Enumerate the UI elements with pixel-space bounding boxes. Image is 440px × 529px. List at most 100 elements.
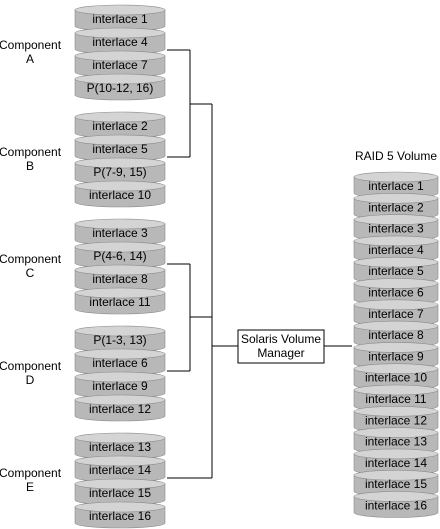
- disk-top: [74, 348, 166, 360]
- disk-top: [353, 193, 439, 204]
- disk-top: [353, 405, 439, 417]
- component-d-label-line1: Component: [0, 359, 62, 373]
- raid-disk-6: interlace 6: [353, 278, 439, 305]
- raid-disk-16: interlace 16: [353, 491, 439, 518]
- disk-top: [353, 469, 439, 481]
- component-a-disk-1: interlace 1: [74, 4, 166, 32]
- disk-label: interlace 7: [92, 58, 148, 72]
- disk-top: [353, 491, 439, 502]
- disk-body: [74, 506, 166, 529]
- disk-body: [74, 78, 166, 101]
- component-b-disk-1: interlace 2: [74, 111, 166, 139]
- component-d-disk-2: interlace 6: [74, 348, 166, 376]
- disk-body: [353, 496, 439, 518]
- disk-top: [74, 371, 166, 383]
- component-d-stack: P(1-3, 13) interlace 6 interlace 9interlac…: [74, 325, 166, 422]
- disk-top: [353, 171, 439, 183]
- component-b-label-line1: Component: [0, 145, 62, 159]
- disk-top: [353, 363, 439, 375]
- component-e-label-line2: E: [26, 480, 34, 494]
- raid-disk-3: interlace 3: [353, 214, 439, 241]
- component-b-disk-2: interlace 5: [74, 134, 166, 162]
- component-a-disk-3: interlace 7: [74, 50, 166, 78]
- disk-label: interlace 2: [368, 200, 424, 214]
- component-c-disk-3: interlace 8: [74, 264, 166, 292]
- disk-top: [74, 157, 166, 169]
- component-d-disk-1: P(1-3, 13): [74, 325, 166, 353]
- component-b-disk-4: interlace 10: [74, 180, 166, 208]
- component-d-label-line2: D: [26, 373, 35, 387]
- disk-top: [74, 73, 166, 85]
- disk-label: interlace 3: [92, 226, 148, 240]
- disk-top: [353, 256, 439, 268]
- component-a-label-line2: A: [26, 52, 34, 66]
- disk-top: [74, 264, 166, 276]
- disk-label: interlace 6: [368, 286, 424, 300]
- disk-body: [74, 399, 166, 422]
- disk-top: [74, 501, 166, 513]
- component-b-label-line2: B: [26, 159, 34, 173]
- raid-disk-13: interlace 13: [353, 427, 439, 454]
- disk-top: [74, 134, 166, 146]
- disk-label: interlace 9: [92, 379, 148, 393]
- disk-label: interlace 3: [368, 222, 424, 236]
- raid-disk-10: interlace 10: [353, 363, 439, 390]
- component-c-label-line1: Component: [0, 252, 62, 266]
- raid-disk-5: interlace 5: [353, 256, 439, 284]
- component-c-disk-4: interlace 11: [74, 287, 166, 315]
- disk-top: [74, 218, 166, 230]
- disk-label: interlace 1: [368, 179, 424, 193]
- component-e-disk-3: interlace 15: [74, 478, 166, 506]
- disk-top: [74, 241, 166, 253]
- component-b-disk-3: P(7-9, 15): [74, 157, 166, 185]
- disk-top: [353, 320, 439, 332]
- disk-label: interlace 13: [365, 435, 427, 449]
- component-c-stack: interlace 3P(4-6, 14)interlace 8interlac…: [74, 218, 166, 315]
- raid-disk-1: interlace 1: [353, 171, 439, 199]
- raid-disk-11: interlace 11: [353, 384, 439, 412]
- disk-top: [74, 27, 166, 39]
- disk-label: interlace 16: [365, 499, 427, 513]
- component-d-label: Component D: [0, 359, 62, 387]
- component-a-label-line1: Component: [0, 38, 62, 52]
- disk-top: [353, 299, 439, 311]
- raid-volume-title: RAID 5 Volume: [355, 149, 437, 163]
- disk-label: P(10-12, 16): [87, 81, 154, 95]
- volume-manager-line2: Manager: [257, 346, 304, 360]
- disk-label: interlace 8: [368, 328, 424, 342]
- disk-body: [74, 292, 166, 315]
- disk-label: interlace 2: [92, 119, 148, 133]
- raid-disk-15: interlace 15: [353, 469, 439, 497]
- disk-top: [353, 342, 439, 353]
- raid-disk-14: interlace 14: [353, 448, 439, 476]
- component-c-label-line2: C: [26, 266, 35, 280]
- disk-body: [74, 185, 166, 208]
- raid-disk-2: interlace 2: [353, 193, 439, 220]
- component-b-stack: interlace 2 interlace 5P(7-9, 15) interlac…: [74, 111, 166, 208]
- disk-label: interlace 6: [92, 356, 148, 370]
- component-e-disk-4: interlace 16: [74, 501, 166, 529]
- raid-disk-7: interlace 7: [353, 299, 439, 327]
- disk-top: [74, 394, 166, 406]
- disk-label: interlace 5: [92, 142, 148, 156]
- disk-top: [74, 325, 166, 337]
- disk-label: interlace 11: [365, 392, 426, 406]
- disk-top: [74, 478, 166, 490]
- component-d-disk-4: interlace 12: [74, 394, 166, 422]
- disk-top: [74, 111, 166, 123]
- raid-disk-stack: interlace 1 interlace 2 interlace 3 interla…: [353, 171, 439, 518]
- component-a-label: Component A: [0, 38, 62, 66]
- disk-label: interlace 1: [92, 12, 148, 26]
- disk-top: [353, 214, 439, 225]
- disk-top: [353, 448, 439, 460]
- disk-label: interlace 10: [89, 188, 151, 202]
- disk-label: interlace 4: [368, 243, 424, 257]
- raid-disk-4: interlace 4: [353, 235, 439, 263]
- volume-manager-line1: Solaris Volume: [241, 332, 321, 346]
- component-e-label-line1: Component: [0, 466, 62, 480]
- disk-label: interlace 4: [92, 35, 148, 49]
- disk-label: interlace 5: [368, 264, 424, 278]
- component-e-disk-2: interlace 14: [74, 455, 166, 483]
